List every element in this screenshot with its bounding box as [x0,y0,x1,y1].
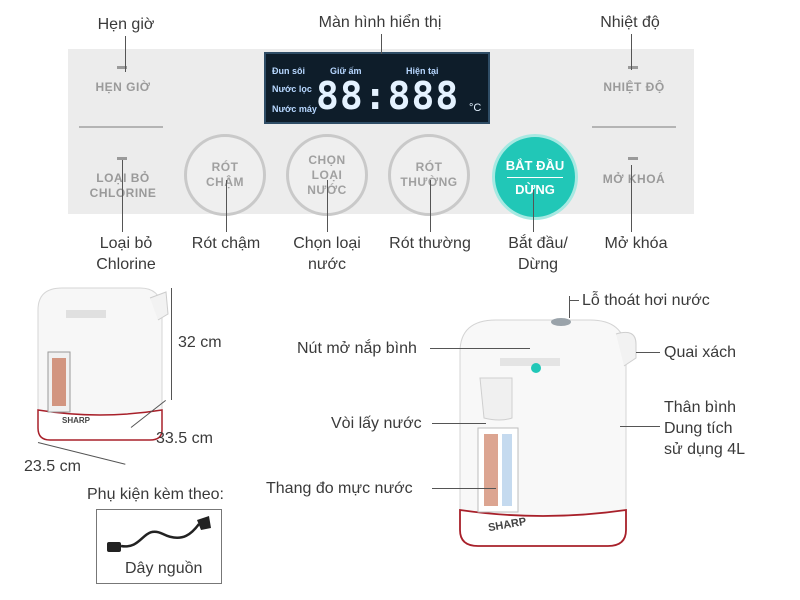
accessory-box: Dây nguồn [96,509,222,584]
start-label: BẮT ĐẦU [505,157,565,173]
leader-normal-pour [430,180,431,232]
callout-water-type-line1: Chọn loại [293,235,361,252]
chlorine-indicator-light [117,157,127,160]
callout-start-stop-line2: Dừng [517,256,559,273]
stop-label: DỪNG [515,181,555,197]
chlorine-button[interactable]: LOẠI BỎ CHLORINE [82,171,164,201]
height-dimension-label: 32 cm [178,334,222,351]
leader-timer [125,36,126,72]
timer-button[interactable]: HẸN GIỜ [95,80,151,94]
callout-body-line2: Dung tích [664,420,733,437]
power-cord-icon [107,516,211,552]
slow-pour-line2: CHẬM [206,175,244,189]
lcd-unit: °C [469,102,482,114]
leader-display [381,34,382,54]
leader-lid-button [430,348,530,349]
callout-spout: Vòi lấy nước [331,415,422,432]
callout-steam-vent: Lỗ thoát hơi nước [582,292,710,309]
callout-start-stop-line1: Bắt đầu/ [508,235,568,252]
leader-chlorine [122,160,123,232]
panel-divider-left [79,126,163,128]
leader-steam-vent [569,296,570,318]
callout-display: Màn hình hiển thị [318,14,442,31]
leader-unlock [631,165,632,232]
callout-handle: Quai xách [664,344,737,361]
leader-steam-vent-h [569,300,579,301]
start-stop-separator [507,176,563,178]
panel-divider-right [592,126,676,128]
temperature-button[interactable]: NHIỆT ĐỘ [603,80,665,94]
callout-water-type-line2: nước [307,256,347,273]
water-type-line3: NƯỚC [307,183,347,198]
depth-dimension-label: 33.5 cm [156,430,213,447]
leader-handle [636,352,660,353]
callout-body: Thân bình Dung tích sử dụng 4L [664,397,745,460]
lcd-current-label: Hiện tại [406,66,439,76]
leader-body [620,426,660,427]
lcd-tap-label: Nước máy [272,104,317,114]
callout-unlock: Mở khóa [604,235,668,252]
unlock-indicator-light [628,157,638,160]
lcd-boil-label: Đun sôi [272,66,305,76]
lcd-keep-warm-label: Giữ ấm [330,66,362,76]
timer-indicator-light [117,66,127,69]
callout-chlorine: Loại bỏ Chlorine [76,233,176,275]
callout-lid-button: Nút mở nắp bình [297,340,417,357]
lcd-display: Đun sôi Giữ ấm Hiện tại Nước lọc Nước má… [264,52,490,124]
brand-logo-small: SHARP [62,416,91,425]
unlock-button[interactable]: MỞ KHOÁ [602,172,666,186]
callout-water-gauge: Thang đo mực nước [266,480,413,497]
kettle-small-image [37,287,169,441]
water-type-line2: LOẠI [311,167,343,182]
water-type-line1: CHỌN [308,152,346,167]
leader-slow-pour [226,180,227,232]
height-dimension-line [171,288,172,400]
callout-chlorine-line2: Chlorine [96,256,156,273]
kettle-large-image [459,318,637,547]
callout-start-stop: Bắt đầu/ Dừng [488,233,588,275]
chlorine-button-line2: CHLORINE [82,186,164,201]
leader-temperature [631,34,632,70]
callout-normal-pour: Rót thường [389,235,471,252]
callout-slow-pour: Rót chậm [191,235,261,252]
lcd-filtered-label: Nước lọc [272,84,312,94]
leader-start-stop [533,190,534,232]
callout-body-line3: sử dụng 4L [664,441,745,458]
normal-pour-line2: THƯỜNG [400,175,458,189]
slow-pour-line1: RÓT [211,160,239,174]
callout-temperature: Nhiệt độ [600,14,660,31]
leader-water-gauge [432,488,496,489]
lcd-digits: 88:888 [316,74,460,118]
temperature-indicator-light [628,66,638,69]
callout-chlorine-line1: Loại bỏ [99,235,153,252]
width-dimension-label: 23.5 cm [24,458,81,475]
leader-water-type [327,180,328,232]
accessories-title: Phụ kiện kèm theo: [87,486,224,503]
chlorine-button-line1: LOẠI BỎ [96,171,150,185]
callout-body-line1: Thân bình [664,399,737,416]
power-cord-label: Dây nguồn [125,560,203,577]
callout-water-type: Chọn loại nước [277,233,377,275]
callout-timer: Hẹn giờ [97,16,155,33]
normal-pour-line1: RÓT [415,160,443,174]
start-stop-button[interactable]: BẮT ĐẦU DỪNG [492,134,578,220]
leader-spout [432,423,486,424]
